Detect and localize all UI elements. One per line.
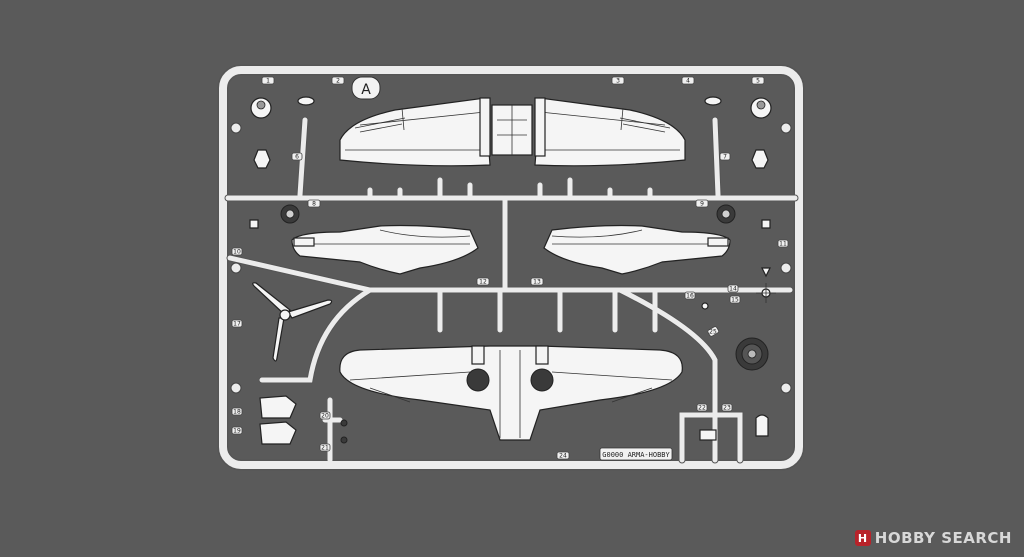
part-number-label: 19 (233, 428, 241, 435)
part-number-label: 23 (723, 405, 731, 412)
upper-wing-right (534, 97, 686, 167)
small-part-tab-right (761, 219, 771, 229)
part-number-label: 7 (723, 154, 727, 161)
part-number-label: 18 (233, 409, 241, 416)
pilot-head-right (750, 97, 772, 169)
part-number-label: 21 (321, 445, 329, 452)
small-part-oval-left (297, 96, 315, 106)
upper-wing-left (339, 97, 491, 167)
part-number-label: 10 (233, 249, 241, 256)
wheel-right (716, 204, 736, 224)
small-part-tab-left (249, 219, 259, 229)
part-number-label: 25 (709, 329, 717, 336)
crosshair-part (756, 283, 776, 303)
part-number-label: 1 (266, 78, 270, 85)
sprue-letter: A (361, 82, 371, 98)
wing-centre-insert (491, 104, 533, 156)
watermark-text: HOBBY SEARCH (874, 529, 1012, 547)
part-number-label: 3 (616, 78, 620, 85)
part-number-label: 15 (731, 297, 739, 304)
part-number-label: 9 (700, 201, 704, 208)
fuselage-left (291, 224, 479, 275)
bracket-part (755, 414, 769, 437)
part-number-label: 12 (479, 279, 487, 286)
part-number-label: 14 (729, 286, 737, 293)
sprue-frame (219, 66, 803, 469)
frame-pins (230, 122, 792, 394)
part-number-label: 11 (779, 241, 787, 248)
fuselage-right (543, 224, 731, 275)
small-part-cone (761, 267, 771, 278)
part-number-label: 24 (559, 453, 567, 460)
part-number-label: 5 (756, 78, 760, 85)
engine-cowling (735, 337, 769, 371)
propeller (252, 282, 333, 362)
small-dot-1 (340, 419, 348, 427)
sprue-letter-badge: A (351, 76, 381, 100)
wheel-left (280, 204, 300, 224)
part-number-label: 17 (233, 321, 241, 328)
seat-parts (259, 395, 297, 445)
small-dot-2 (340, 436, 348, 444)
runners (224, 116, 799, 464)
part-number-label: 16 (686, 293, 694, 300)
lower-wing (339, 345, 683, 441)
watermark-logo: H (854, 530, 871, 546)
part-number-label: 13 (533, 279, 541, 286)
part-number-label: 22 (698, 405, 706, 412)
part-number-label: 2 (336, 78, 340, 85)
small-part-oval-right (704, 96, 722, 106)
part-number-label: 6 (295, 154, 299, 161)
part-number-label: 8 (312, 201, 316, 208)
small-part-ring (701, 302, 709, 310)
part-number-label: 20 (321, 413, 329, 420)
part-number-label: 4 (686, 78, 690, 85)
watermark: H HOBBY SEARCH (854, 529, 1012, 547)
pilot-head-left (250, 97, 272, 169)
maker-tag-box (599, 447, 673, 461)
maker-tag: G0000 ARMA-HOBBY (602, 451, 670, 459)
panel-part (699, 429, 717, 441)
